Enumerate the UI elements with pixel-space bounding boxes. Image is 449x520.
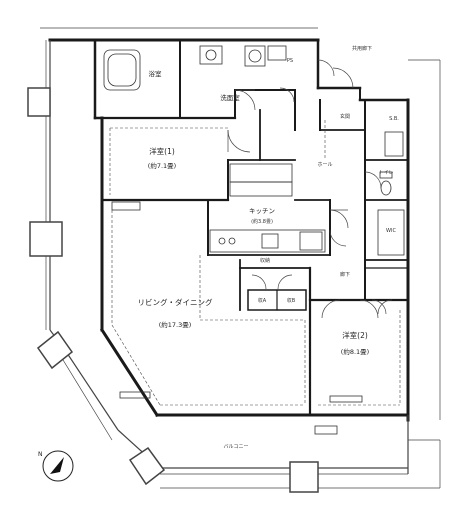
balcony-label: バルコニー	[224, 444, 249, 450]
balcony-outline	[27, 27, 441, 493]
svg-text:N: N	[38, 451, 43, 458]
toilet-label: トイレ	[378, 170, 393, 176]
bed2-label: 洋室(2)	[342, 330, 368, 340]
room-labels: 浴室 洗面室 洋室(1) (約7.1畳) キッチン (約3.8畳) リビング・ダ…	[138, 45, 400, 450]
ld-size-label: (約17.3畳)	[159, 320, 192, 329]
bed1-size-label: (約7.1畳)	[148, 161, 176, 170]
shoes-label: S.B.	[389, 116, 399, 122]
door-swings	[227, 59, 393, 319]
pipe-space-label: PS	[287, 58, 293, 64]
storage-a-label: 収A	[258, 297, 267, 304]
dashed-lines	[109, 120, 401, 406]
common-corridor-label: 共用廊下	[352, 45, 372, 52]
bed1-label: 洋室(1)	[149, 146, 175, 156]
interior-walls	[100, 39, 410, 417]
storage-label: 収納	[260, 257, 270, 264]
wic-label: WIC	[386, 228, 396, 234]
bath-label: 浴室	[149, 69, 163, 78]
north-arrow-icon: N	[38, 450, 74, 482]
storage-b-label: 収B	[287, 297, 296, 304]
ld-label: リビング・ダイニング	[138, 297, 213, 307]
kitchen-label: キッチン	[249, 207, 275, 215]
washroom-label: 洗面室	[220, 93, 240, 102]
kitchen-size-label: (約3.8畳)	[251, 218, 273, 225]
fixtures	[103, 45, 405, 435]
bed2-size-label: (約8.1畳)	[341, 347, 369, 356]
hall-label: ホール	[317, 162, 332, 168]
entrance-label: 玄関	[340, 113, 350, 120]
corridor-label: 廊下	[340, 271, 350, 278]
